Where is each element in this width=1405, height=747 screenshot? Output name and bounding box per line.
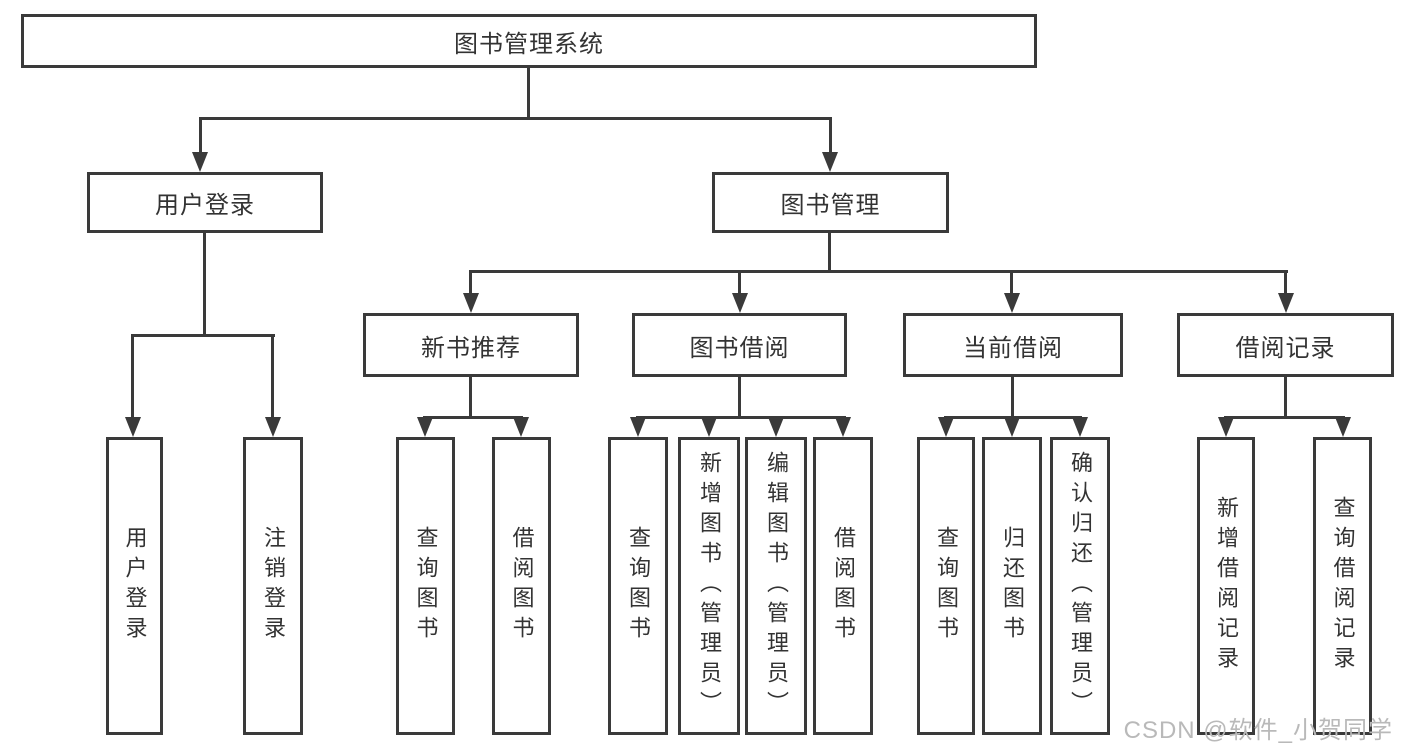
node-label: 用户登录 <box>155 192 255 219</box>
arrowhead-down-icon <box>630 417 646 437</box>
node-book-management: 图书管理 <box>712 172 949 233</box>
arrowhead-down-icon <box>125 417 141 437</box>
connector-line <box>829 117 832 153</box>
arrowhead-down-icon <box>1335 417 1351 437</box>
arrowhead-down-icon <box>265 417 281 437</box>
node-current-borrowing: 当前借阅 <box>903 313 1123 377</box>
arrowhead-down-icon <box>822 152 838 172</box>
arrowhead-down-icon <box>701 417 717 437</box>
connector-line <box>1011 377 1014 418</box>
node-label: 注销登录 <box>261 526 286 646</box>
arrowhead-down-icon <box>463 293 479 313</box>
node-label: 确认归还（管理员） <box>1068 451 1093 721</box>
node-label: 新增图书（管理员） <box>697 451 722 721</box>
arrowhead-down-icon <box>1072 417 1088 437</box>
node-label: 归还图书 <box>1000 526 1025 646</box>
leaf-return-books: 归还图书 <box>982 437 1042 735</box>
connector-line <box>738 377 741 418</box>
node-label: 查询图书 <box>626 526 651 646</box>
leaf-query-borrow-record: 查询借阅记录 <box>1313 437 1372 735</box>
leaf-query-books-recommend: 查询图书 <box>396 437 455 735</box>
connector-line <box>132 334 275 337</box>
arrowhead-down-icon <box>732 293 748 313</box>
leaf-borrow-books-borrowing: 借阅图书 <box>813 437 873 735</box>
leaf-confirm-return-admin: 确认归还（管理员） <box>1050 437 1110 735</box>
leaf-query-books-borrowing: 查询图书 <box>608 437 668 735</box>
leaf-logout: 注销登录 <box>243 437 303 735</box>
connector-line <box>271 334 274 417</box>
connector-line <box>1284 377 1287 418</box>
connector-line <box>527 68 530 117</box>
leaf-add-book-admin: 新增图书（管理员） <box>678 437 740 735</box>
arrowhead-down-icon <box>513 417 529 437</box>
connector-line <box>131 334 134 417</box>
arrowhead-down-icon <box>768 417 784 437</box>
connector-line <box>199 117 202 153</box>
node-label: 当前借阅 <box>963 334 1063 362</box>
connector-line <box>203 233 206 336</box>
arrowhead-down-icon <box>417 417 433 437</box>
node-root: 图书管理系统 <box>21 14 1037 68</box>
arrowhead-down-icon <box>1278 293 1294 313</box>
connector-line <box>828 233 831 272</box>
leaf-user-login: 用户登录 <box>106 437 163 735</box>
connector-line <box>1284 270 1287 296</box>
leaf-add-borrow-record: 新增借阅记录 <box>1197 437 1255 735</box>
node-label: 新书推荐 <box>421 334 521 362</box>
node-label: 编辑图书（管理员） <box>764 451 789 721</box>
arrowhead-down-icon <box>1004 293 1020 313</box>
connector-line <box>1010 270 1013 296</box>
node-label: 图书借阅 <box>689 334 790 362</box>
node-label: 查询借阅记录 <box>1330 496 1356 676</box>
connector-line <box>424 416 523 419</box>
leaf-query-books-current: 查询图书 <box>917 437 975 735</box>
leaf-borrow-books-recommend: 借阅图书 <box>492 437 551 735</box>
arrowhead-down-icon <box>1218 417 1234 437</box>
node-new-book-recommend: 新书推荐 <box>363 313 579 377</box>
watermark-text: CSDN @软件_小贺同学 <box>1123 717 1393 744</box>
node-label: 用户登录 <box>122 526 148 646</box>
connector-line <box>738 270 741 296</box>
node-label: 新增借阅记录 <box>1214 496 1239 676</box>
arrowhead-down-icon <box>835 417 851 437</box>
arrowhead-down-icon <box>192 152 208 172</box>
node-label: 图书管理系统 <box>454 30 604 58</box>
arrowhead-down-icon <box>1004 417 1020 437</box>
leaf-edit-book-admin: 编辑图书（管理员） <box>745 437 807 735</box>
arrowhead-down-icon <box>938 417 954 437</box>
node-label: 借阅记录 <box>1235 334 1336 362</box>
connector-line <box>469 377 472 418</box>
node-book-borrowing: 图书借阅 <box>632 313 847 377</box>
node-label: 查询图书 <box>413 526 439 646</box>
connector-line <box>199 117 832 120</box>
connector-line <box>469 270 472 296</box>
connector-line <box>1225 416 1345 419</box>
node-borrowing-records: 借阅记录 <box>1177 313 1394 377</box>
connector-line <box>469 270 1288 273</box>
node-user-login: 用户登录 <box>87 172 323 233</box>
connector-line <box>637 416 846 419</box>
node-label: 图书管理 <box>780 192 881 219</box>
node-label: 查询图书 <box>934 526 959 646</box>
node-label: 借阅图书 <box>509 526 535 646</box>
node-label: 借阅图书 <box>831 526 856 646</box>
